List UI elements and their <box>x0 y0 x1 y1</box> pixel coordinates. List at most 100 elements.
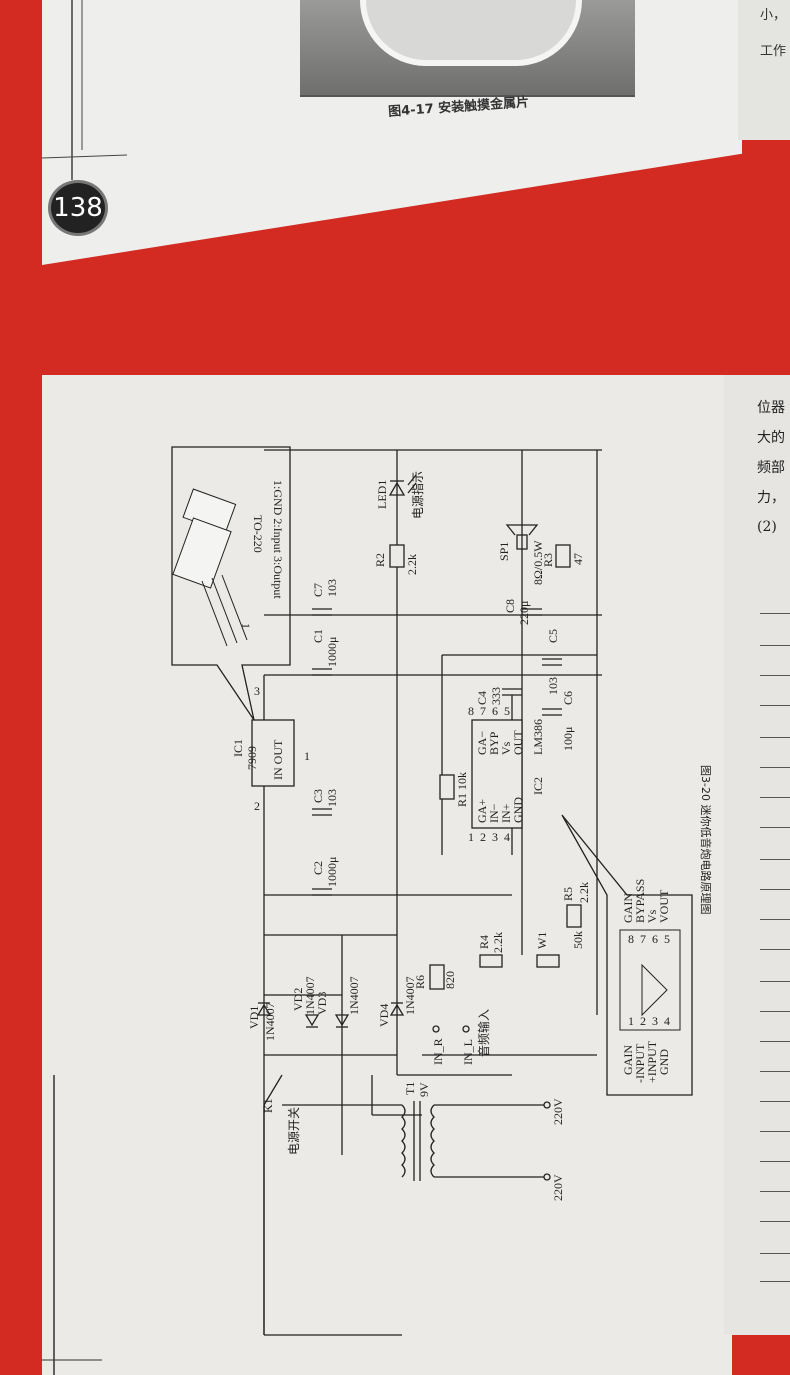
right-text-line: (2) <box>757 519 777 535</box>
svg-text:2: 2 <box>640 1014 646 1028</box>
r4-value: 2.2k <box>491 932 505 953</box>
svg-text:6: 6 <box>492 704 498 718</box>
r6-label: R6 <box>413 975 427 989</box>
svg-text:2: 2 <box>480 830 486 844</box>
led1 <box>388 474 417 496</box>
k1-label: K1 <box>261 1098 275 1113</box>
svg-text:6: 6 <box>652 932 658 946</box>
svg-text:GAIN: GAIN <box>621 893 635 923</box>
svg-text:1: 1 <box>628 1014 634 1028</box>
sp1-value: 8Ω/0.5W <box>531 540 545 585</box>
speaker-sp1 <box>505 524 539 550</box>
c1-label: C1 <box>311 629 325 643</box>
audio-input-label: 音频输入 <box>476 1009 491 1057</box>
in-r-label: IN_R <box>431 1038 445 1065</box>
vd1-part: 1N4007 <box>263 1002 277 1041</box>
svg-text:+INPUT: +INPUT <box>645 1040 659 1083</box>
r5-label: R5 <box>561 887 575 901</box>
svg-text:LM386: LM386 <box>531 719 545 755</box>
circuit-wires <box>263 449 602 1336</box>
page-number: 138 <box>48 180 108 236</box>
r4-label: R4 <box>477 935 491 949</box>
svg-text:Vs: Vs <box>499 741 513 755</box>
vd3-label: VD3 <box>315 992 329 1015</box>
power-switch-k1 <box>263 1074 402 1335</box>
svg-text:IC1: IC1 <box>231 739 245 757</box>
svg-text:7909: 7909 <box>245 746 259 770</box>
vd4-label: VD4 <box>377 1004 391 1027</box>
r6-value: 820 <box>443 971 457 989</box>
svg-text:4: 4 <box>664 1014 670 1028</box>
bridge-diodes <box>256 1002 405 1028</box>
to220-callout: TO-220 1:GND 2:Input 3:Output 1 <box>171 446 291 721</box>
vd2-label: VD2 <box>291 988 305 1011</box>
c5-label: C5 <box>546 629 560 643</box>
svg-text:GA−: GA− <box>475 731 489 755</box>
svg-text:3: 3 <box>254 684 260 698</box>
top-right-page: 小， 工作 <box>738 0 790 140</box>
vd1-label: VD1 <box>247 1006 261 1029</box>
right-page: 位器 大的 频部 力， (2) <box>724 375 790 1335</box>
svg-text:IN+: IN+ <box>499 803 513 823</box>
metal-plate-image <box>360 0 582 66</box>
lm386-callout: GAIN -INPUT +INPUT GND GAIN BYPASS Vs VO… <box>561 814 693 1096</box>
svg-text:3: 3 <box>652 1014 658 1028</box>
transformer-t1 <box>401 1101 547 1181</box>
right-text-line: 小， <box>760 8 787 23</box>
c4-value: 333 <box>489 687 503 705</box>
ac-terminals <box>543 1101 551 1181</box>
led1-caption: 电源指示 <box>410 471 425 519</box>
c5-value: 103 <box>546 677 560 695</box>
svg-text:Vs: Vs <box>645 909 659 923</box>
audio-input-terminals <box>432 1025 470 1033</box>
pin-marker: 1 <box>239 623 253 629</box>
sp1-label: SP1 <box>497 542 511 561</box>
ic1-regulator: IC1 7909 IN OUT 2 3 1 <box>231 684 310 813</box>
svg-text:GND: GND <box>657 1049 671 1075</box>
c3-label: C3 <box>311 789 325 803</box>
r1-label: R1 10k <box>455 772 469 807</box>
svg-text:5: 5 <box>504 704 510 718</box>
c7-label: C7 <box>311 583 325 597</box>
t1-label: T1 <box>403 1082 417 1095</box>
pin-assignment-label: 1:GND 2:Input 3:Output <box>271 480 285 599</box>
c3-value: 103 <box>325 789 339 807</box>
right-text-line: 力， <box>757 490 785 506</box>
package-label: TO-220 <box>251 515 265 553</box>
in-l-label: IN_L <box>461 1039 475 1065</box>
svg-text:7: 7 <box>480 704 486 718</box>
svg-text:5: 5 <box>664 932 670 946</box>
svg-text:BYPASS: BYPASS <box>633 879 647 923</box>
ac-label-1: 220V <box>551 1098 565 1125</box>
bottom-page <box>42 375 732 1375</box>
svg-text:3: 3 <box>492 830 498 844</box>
t1-value: 9V <box>417 1082 431 1097</box>
c6-label: C6 <box>561 691 575 705</box>
svg-text:IN−: IN− <box>487 803 501 823</box>
svg-text:1: 1 <box>304 749 310 763</box>
svg-text:GAIN: GAIN <box>621 1045 635 1075</box>
r5-value: 2.2k <box>577 882 591 903</box>
top-figure-photo <box>300 0 635 97</box>
r3-value: 47 <box>571 553 585 565</box>
svg-text:7: 7 <box>640 932 646 946</box>
svg-text:GA+: GA+ <box>475 799 489 823</box>
right-text-line: 大的 <box>757 430 785 446</box>
led1-label: LED1 <box>375 480 389 509</box>
r3-label: R3 <box>541 553 555 567</box>
svg-text:BYP: BYP <box>487 731 501 755</box>
svg-text:-INPUT: -INPUT <box>633 1043 647 1083</box>
svg-text:GND: GND <box>511 797 525 823</box>
resistors <box>389 544 582 990</box>
page-corner-decoration <box>42 0 128 180</box>
c6-value: 100μ <box>561 727 575 751</box>
r2-label: R2 <box>373 553 387 567</box>
svg-text:2: 2 <box>254 799 260 813</box>
c7-value: 103 <box>325 579 339 597</box>
ic2-lm386: GA+ IN− IN+ GND GA− BYP Vs OUT IC2 LM386… <box>468 704 545 844</box>
c2-label: C2 <box>311 861 325 875</box>
right-text-line: 工作 <box>760 44 787 59</box>
svg-text:4: 4 <box>504 830 510 844</box>
c4-label: C4 <box>475 691 489 705</box>
w1-label: W1 <box>535 932 549 949</box>
